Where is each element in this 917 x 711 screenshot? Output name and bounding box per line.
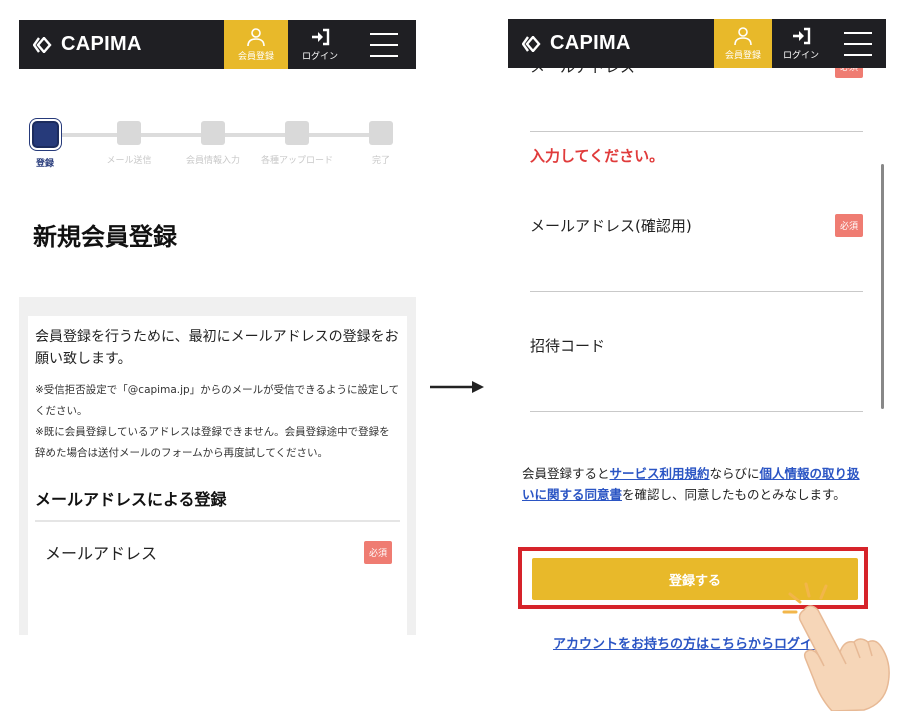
terms-mid: ならびに [709, 466, 760, 481]
step-box [285, 121, 309, 145]
registration-stepper: 登録 メール送信 会員情報入力 各種アップロード 完了 [31, 121, 396, 171]
step-complete: 完了 [339, 121, 416, 166]
logo-text: CAPIMA [550, 32, 631, 54]
note-receive-setting: ※受信拒否設定で「@capima.jp」からのメールが受信できるように設定してく… [35, 384, 400, 417]
header-register-label: 会員登録 [724, 51, 761, 61]
header-register-button[interactable]: 会員登録 [224, 20, 288, 69]
privacy-consent-link[interactable]: 個人情報の取り扱いに関する同意書 [522, 466, 860, 502]
page-title: 新規会員登録 [33, 223, 177, 251]
section-title: メールアドレスによる登録 [35, 486, 400, 522]
step-mail-sent: メール送信 [87, 121, 171, 166]
step-box [117, 121, 141, 145]
right-arrow-icon [430, 381, 484, 393]
header-login-button[interactable]: ログイン [288, 20, 352, 69]
email-confirm-label: メールアドレス(確認用) [530, 217, 692, 235]
step-upload: 各種アップロード [255, 121, 339, 166]
step-label: 登録 [35, 159, 54, 169]
site-header: CAPIMA 会員登録 ログイン [508, 19, 886, 68]
logo[interactable]: CAPIMA [508, 19, 714, 68]
error-message: 入力してください。 [530, 147, 665, 165]
header-login-label: ログイン [782, 51, 819, 61]
user-icon [734, 27, 752, 46]
invite-code-label: 招待コード [530, 337, 606, 355]
email-input-underline[interactable] [530, 131, 863, 132]
invite-code-input-underline[interactable] [530, 411, 863, 412]
register-submit-button[interactable]: 登録する [532, 558, 858, 600]
site-header: CAPIMA 会員登録 ログイン [19, 20, 416, 69]
right-phone-screen: CAPIMA 会員登録 ログイン メールアドレス 必須 入力し [508, 19, 886, 655]
hamburger-menu-button[interactable] [830, 19, 886, 68]
logo-diamond-icon [522, 35, 541, 52]
email-field-row[interactable]: メールアドレス 必須 [35, 522, 400, 564]
email-confirm-input-underline[interactable] [530, 291, 863, 292]
header-register-button[interactable]: 会員登録 [714, 19, 772, 68]
logo-text: CAPIMA [61, 33, 142, 55]
step-box [369, 121, 393, 145]
login-arrow-icon [312, 28, 330, 46]
step-label: 各種アップロード [260, 156, 333, 166]
terms-prefix: 会員登録すると [522, 466, 610, 481]
step-member-info: 会員情報入力 [171, 121, 255, 166]
intro-text: 会員登録を行うために、最初にメールアドレスの登録をお願い致します。 [35, 329, 399, 367]
hamburger-menu-button[interactable] [352, 20, 416, 69]
terms-suffix: を確認し、同意したものとみなします。 [622, 487, 846, 502]
scrollbar[interactable] [881, 164, 884, 409]
step-label: 会員情報入力 [185, 156, 240, 166]
left-phone-screen: CAPIMA 会員登録 ログイン 登録 [19, 20, 416, 635]
required-badge: 必須 [834, 214, 863, 237]
header-login-button[interactable]: ログイン [772, 19, 830, 68]
login-link[interactable]: アカウントをお持ちの方はこちらからログイン [553, 637, 827, 652]
pointing-hand-icon [782, 582, 890, 711]
submit-highlight-frame: 登録する [518, 547, 868, 609]
step-register: 登録 [19, 121, 87, 169]
required-badge: 必須 [363, 540, 392, 564]
login-arrow-icon [793, 27, 811, 45]
terms-text: 会員登録するとサービス利用規約ならびに個人情報の取り扱いに関する同意書を確認し、… [522, 463, 864, 505]
invite-code-field-row[interactable]: 招待コード [530, 335, 863, 356]
registration-card: 会員登録を行うために、最初にメールアドレスの登録をお願い致します。 ※受信拒否設… [28, 316, 407, 635]
email-confirm-field-row[interactable]: メールアドレス(確認用) 必須 [530, 214, 863, 237]
user-icon [247, 28, 265, 47]
email-label: メールアドレス [45, 544, 158, 563]
logo-diamond-icon [33, 36, 52, 53]
terms-of-service-link[interactable]: サービス利用規約 [609, 466, 710, 481]
header-login-label: ログイン [301, 52, 338, 62]
logo[interactable]: CAPIMA [19, 20, 224, 69]
step-label: 完了 [371, 156, 390, 166]
hamburger-menu-icon [370, 32, 398, 57]
step-box [31, 121, 59, 148]
header-register-label: 会員登録 [237, 52, 274, 62]
note-duplicate-address: ※既に会員登録しているアドレスは登録できません。会員登録途中で登録を辞めた場合は… [35, 426, 390, 459]
hamburger-menu-icon [844, 31, 872, 56]
step-box [201, 121, 225, 145]
step-label: メール送信 [106, 156, 152, 166]
